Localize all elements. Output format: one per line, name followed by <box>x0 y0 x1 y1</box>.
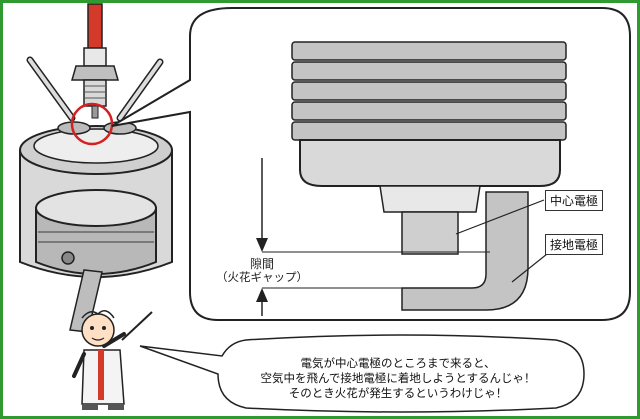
piston-icon <box>35 189 157 333</box>
speech-line-1: 電気が中心電極のところまで来ると、 <box>300 356 496 370</box>
center-electrode-pointer <box>455 199 545 235</box>
speech-line-2: 空気中を飛んで接地電極に着地しようとするんじゃ！ <box>260 371 536 385</box>
center-electrode-label: 中心電極 <box>545 190 604 211</box>
center-electrode-shape <box>401 211 459 255</box>
ground-electrode-label: 接地電極 <box>545 234 604 255</box>
speech-text: 電気が中心電極のところまで来ると、 空気中を飛んで接地電極に着地しようとするんじ… <box>248 356 548 401</box>
zoom-circle-icon <box>70 102 114 146</box>
spark-plug-icon <box>71 3 119 119</box>
professor-character-icon <box>72 310 153 410</box>
gap-label: 隙間 <box>250 257 275 271</box>
ground-electrode-shape <box>401 191 529 311</box>
gap-dimension <box>256 158 490 316</box>
enlarged-plug-thread <box>291 41 567 213</box>
spark-gap-label: （火花ギャップ） <box>216 270 308 284</box>
ground-electrode-pointer <box>511 249 553 283</box>
speech-line-3: そのとき火花が発生するというわけじゃ！ <box>288 386 508 400</box>
speech-bubble <box>139 334 585 413</box>
